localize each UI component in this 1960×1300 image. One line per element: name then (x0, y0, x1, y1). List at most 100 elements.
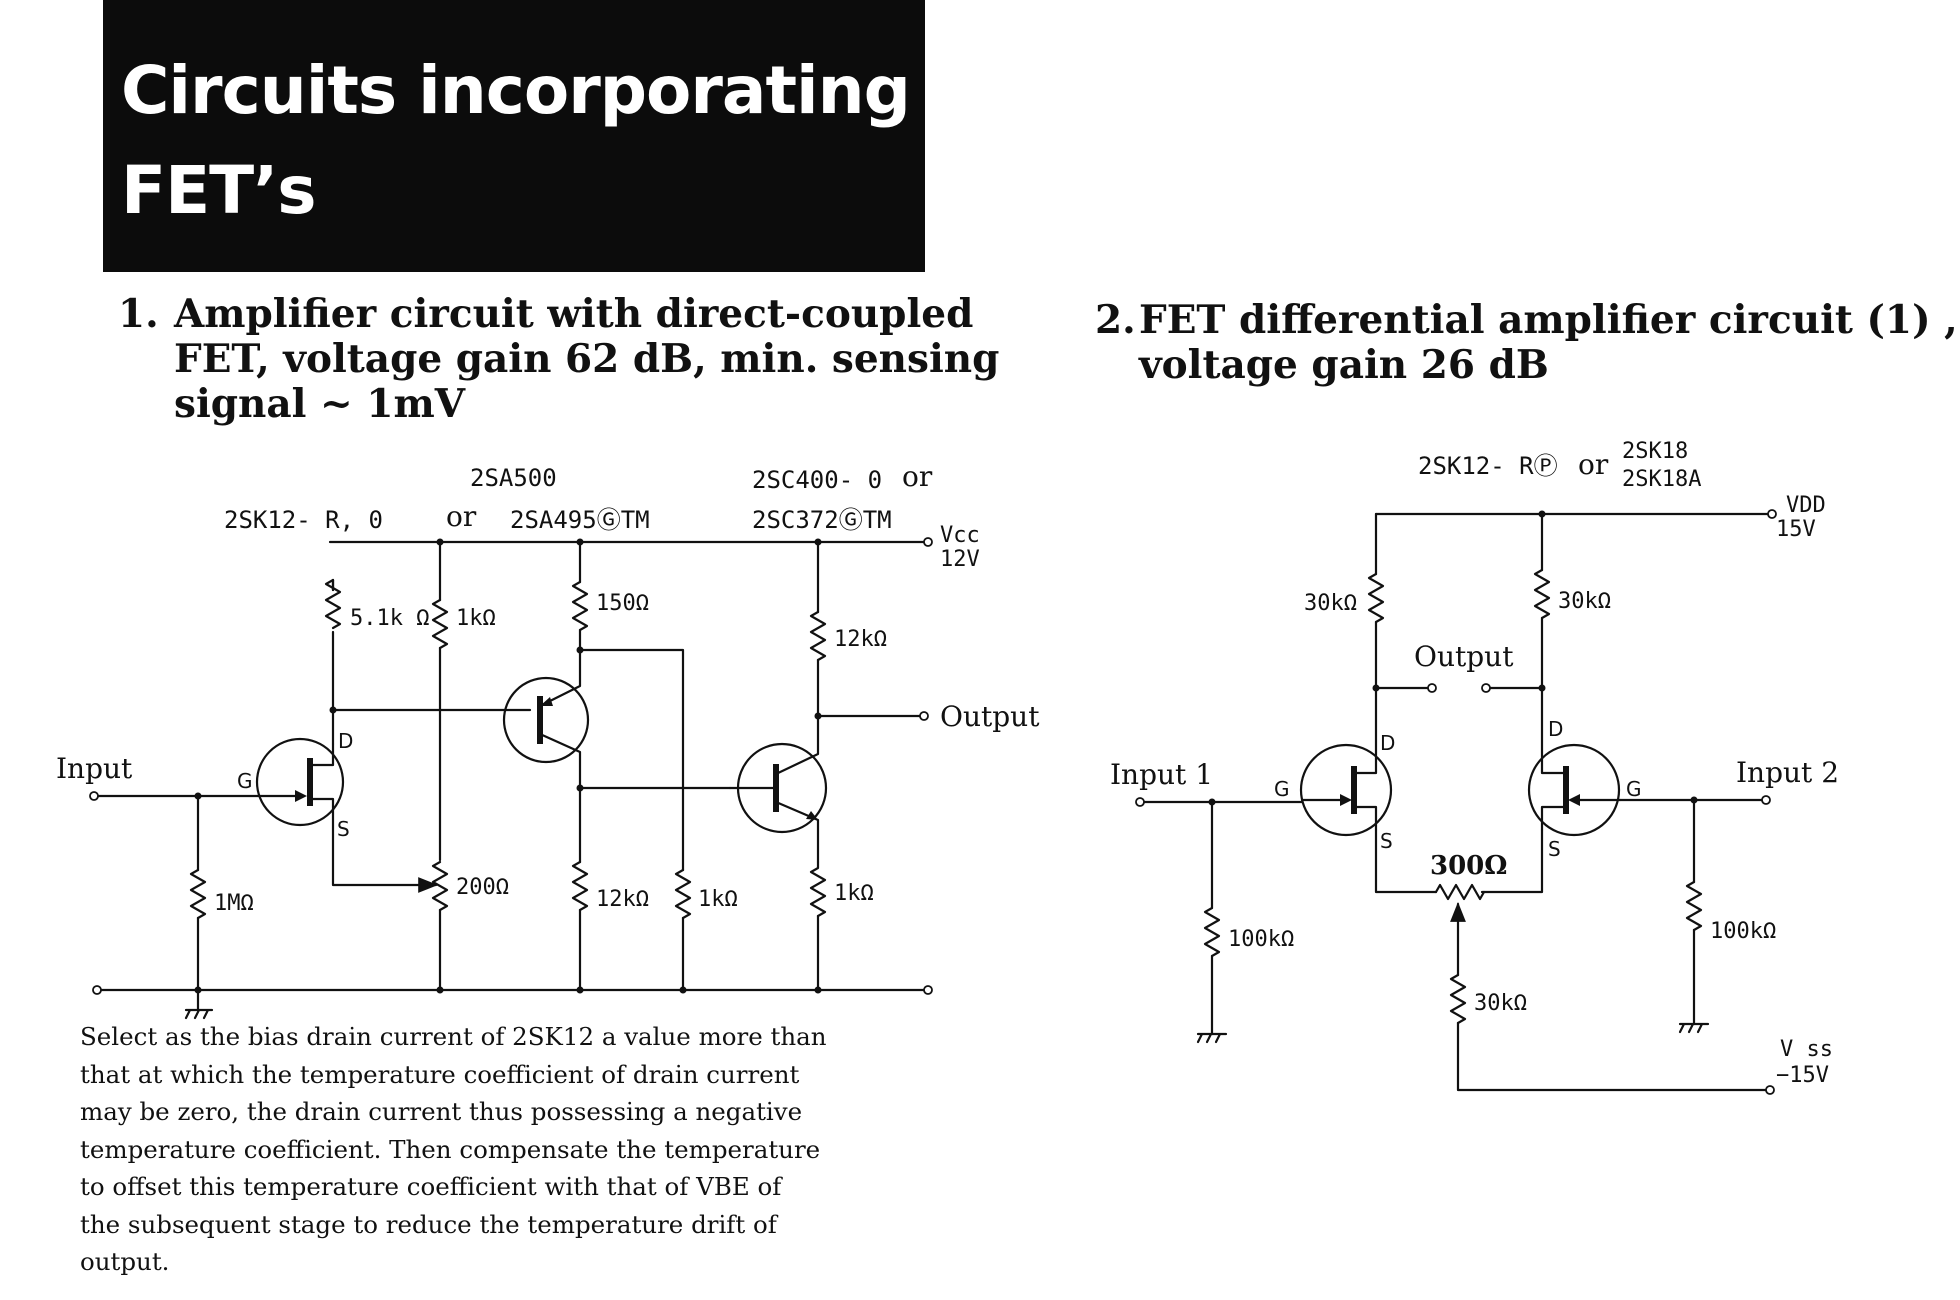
pnp-or-label: or (446, 500, 477, 533)
banner-title-line-2: FET’s (121, 152, 317, 229)
differential-amplifier-schematic: 2SK12- RⓅ or 2SK18 2SK18A VDD 15V V ss −… (1110, 439, 1839, 1095)
input-2-terminal (1761, 795, 1771, 805)
fet-1-symbol (255, 737, 345, 827)
note-line-6: the subsequent stage to reduce the tempe… (80, 1209, 777, 1239)
resistor-200 (431, 860, 449, 912)
resistor-100k-right (1685, 880, 1703, 932)
note-line-4: temperature coefficient. Then compensate… (80, 1134, 821, 1164)
pnp-part-label-top: 2SA500 (470, 464, 557, 492)
resistor-300-balance (1434, 883, 1486, 901)
vss-voltage-label: −15V (1776, 1063, 1829, 1088)
junction-dots-2 (1208, 510, 1698, 806)
source-to-pot-wire (331, 812, 438, 893)
fet-gate-pin-label: G (237, 769, 253, 793)
r-1k-top-label: 1kΩ (456, 606, 496, 631)
r-150-label: 150Ω (596, 591, 649, 616)
npn-part-label-bottom: 2SC372ⒼTM (752, 506, 892, 534)
emitter-feedback-wire (578, 648, 685, 872)
npn-part-label-top: 2SC400- 0 (752, 466, 882, 494)
vdd-terminal (1767, 509, 1777, 519)
output-terminal-left (1427, 683, 1437, 693)
resistor-30k-tail (1449, 973, 1467, 1025)
left-source-pin-label: S (1380, 829, 1393, 853)
vss-wire (1456, 1021, 1770, 1092)
resistor-150 (571, 580, 589, 632)
note-line-1: Select as the bias drain current of 2SK1… (80, 1022, 827, 1051)
section-2-heading-line-2: voltage gain 26 dB (1139, 342, 1549, 388)
section-1-heading-line-3: signal ~ 1mV (174, 381, 465, 427)
vdd-label: VDD (1786, 493, 1826, 518)
diff-fet-part-label: 2SK12- RⓅ (1418, 452, 1558, 480)
resistor-30k-right (1533, 568, 1551, 620)
resistor-1k-top (431, 598, 449, 650)
note-line-7: output. (80, 1247, 170, 1276)
left-gate-pin-label: G (1274, 777, 1290, 801)
section-1-heading-line-1: Amplifier circuit with direct-coupled (174, 291, 974, 337)
right-gate-pin-label: G (1626, 777, 1642, 801)
fet-right-drain-source (1540, 750, 1568, 832)
ground-symbol-1 (184, 1008, 214, 1020)
npn-emitter-arrow (806, 811, 818, 820)
r-300-label: 300Ω (1430, 851, 1507, 881)
resistor-1m (189, 868, 207, 920)
fet-left-symbol (1299, 743, 1393, 837)
right-drain-pin-label: D (1548, 717, 1563, 741)
r-1k-mid-label: 1kΩ (698, 887, 738, 912)
right-source-pin-label: S (1548, 837, 1561, 861)
title-banner: Circuits incorporating FET’s (103, 0, 925, 272)
r-30k-tail-label: 30kΩ (1474, 991, 1527, 1016)
fet-left-drain-source (1352, 750, 1378, 832)
resistor-100k-left (1203, 906, 1221, 958)
r-5k1-label: 5.1k Ω (350, 606, 429, 631)
output-terminal (919, 711, 929, 721)
resistor-5k1 (324, 578, 342, 630)
resistor-12k-top (809, 610, 827, 662)
banner-title-line-1: Circuits incorporating (121, 52, 911, 129)
r-12k-top-label: 12kΩ (834, 627, 887, 652)
r-100k-right-label: 100kΩ (1710, 919, 1776, 944)
fet-1-drain-source (308, 742, 335, 816)
diff-fet-alt-part-2: 2SK18A (1622, 467, 1701, 492)
resistor-30k-left (1367, 572, 1385, 624)
r-100k-left-label: 100kΩ (1228, 927, 1294, 952)
fet-left-gate-arrow (1340, 794, 1352, 806)
vss-label: V ss (1780, 1037, 1833, 1062)
output-label: Output (940, 700, 1040, 733)
vcc-terminal (923, 537, 933, 547)
r-30k-right-label: 30kΩ (1558, 589, 1611, 614)
ground-symbol-left (1196, 1032, 1228, 1044)
resistor-12k-bottom (571, 860, 589, 912)
pnp-emitter-arrow (540, 697, 553, 706)
fet-1-gate-arrow (295, 790, 307, 802)
pnp-transistor-symbol (502, 676, 590, 764)
r-1k-bottom-label: 1kΩ (834, 881, 874, 906)
fet-right-gate-arrow (1568, 794, 1580, 806)
r-1m-label: 1MΩ (214, 891, 254, 916)
note-line-3: may be zero, the drain current thus poss… (80, 1097, 803, 1126)
resistor-1k-mid (674, 868, 692, 920)
fet-right-symbol (1527, 743, 1621, 837)
r-200-label: 200Ω (456, 875, 509, 900)
vdd-voltage-label: 15V (1776, 517, 1816, 542)
npn-or-label: or (902, 460, 933, 493)
section-1-heading-line-2: FET, voltage gain 62 dB, min. sensing (174, 336, 1000, 382)
ground-rail-right-terminal (923, 985, 933, 995)
section-1-number: 1. (118, 291, 159, 337)
input-label: Input (56, 752, 133, 785)
vcc-label: Vcc (940, 523, 980, 548)
vcc-voltage-label: 12V (940, 547, 980, 572)
diff-fet-or-label: or (1578, 448, 1609, 481)
source-wires (1374, 828, 1544, 894)
r-30k-left-label: 30kΩ (1304, 591, 1357, 616)
diff-fet-alt-part-1: 2SK18 (1622, 439, 1688, 464)
npn-collector-emitter (774, 714, 820, 864)
input-1-terminal (1135, 797, 1145, 807)
input-2-label: Input 2 (1736, 756, 1839, 789)
input-terminal (89, 791, 99, 801)
fet-drain-pin-label: D (338, 729, 353, 753)
amplifier-circuit-schematic: 2SK12- R, 0 2SA500 or 2SA495ⒼTM 2SC400- … (56, 460, 1040, 1020)
fet-part-label: 2SK12- R, 0 (224, 506, 383, 534)
note-line-2: that at which the temperature coefficien… (80, 1059, 800, 1089)
pnp-emitter-collector (538, 652, 582, 792)
